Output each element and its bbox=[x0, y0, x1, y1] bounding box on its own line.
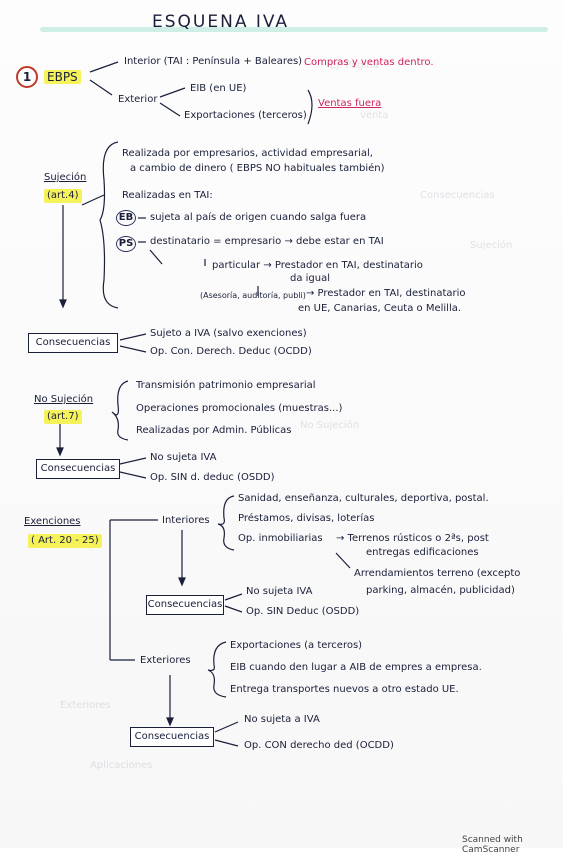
asesoria-text-2: en UE, Canarias, Ceuta o Melilla. bbox=[298, 303, 462, 314]
title-highlight bbox=[40, 27, 548, 32]
asesoria-text: → Prestador en TAI, destinatario bbox=[306, 288, 466, 299]
interiores-item-3: Op. inmobiliarias bbox=[238, 533, 323, 544]
interior-text: Interior (TAI : Península + Baleares) bbox=[124, 56, 303, 67]
consecuencias-box-2: Consecuencias bbox=[36, 459, 120, 479]
interiores-item-2: Préstamos, divisas, loterías bbox=[238, 513, 375, 524]
page-title: ESQUENA IVA bbox=[152, 12, 290, 32]
consecuencias-1-item-2: Op. Con. Derech. Deduc (OCDD) bbox=[150, 346, 312, 357]
interior-note: Compras y ventas dentro. bbox=[304, 57, 434, 68]
eb-badge: EB bbox=[116, 210, 136, 226]
exteriores-item-2: EIB cuando den lugar a AIB de empres a e… bbox=[230, 662, 482, 673]
asesoria-label: (Asesoría, auditoría, publi) bbox=[200, 291, 306, 300]
no-sujecion-item-1: Transmisión patrimonio empresarial bbox=[136, 380, 316, 391]
inmobiliarias-item-2: Arrendamientos terreno (excepto bbox=[354, 568, 521, 579]
particular-text: particular → Prestador en TAI, destinata… bbox=[212, 260, 423, 271]
inmobiliarias-item-2b: parking, almacén, publicidad) bbox=[366, 585, 515, 596]
no-sujecion-article: (art.7) bbox=[44, 410, 82, 424]
exteriores-label: Exteriores bbox=[140, 655, 191, 666]
ventas-fuera-note: Ventas fuera bbox=[318, 98, 382, 109]
consecuencias-3-item-1: No sujeta IVA bbox=[246, 586, 313, 597]
exteriores-item-3: Entrega transportes nuevos a otro estado… bbox=[230, 684, 459, 695]
section-number-badge: 1 bbox=[16, 66, 38, 88]
exportaciones-text: Exportaciones (terceros) bbox=[184, 110, 307, 121]
no-sujecion-item-2: Operaciones promocionales (muestras...) bbox=[136, 403, 343, 414]
interiores-item-1: Sanidad, enseñanza, culturales, deportiv… bbox=[238, 493, 489, 504]
consecuencias-4-item-2: Op. CON derecho ded (OCDD) bbox=[244, 740, 394, 751]
consecuencias-box-1: Consecuencias bbox=[28, 333, 118, 353]
scanner-watermark: Scanned with CamScanner bbox=[462, 835, 523, 855]
consecuencias-box-4: Consecuencias bbox=[130, 727, 214, 747]
exterior-text: Exterior bbox=[118, 94, 158, 105]
no-sujecion-label: No Sujeción bbox=[34, 394, 94, 405]
sujecion-item-1: Realizada por empresarios, actividad emp… bbox=[122, 148, 373, 159]
no-sujecion-item-3: Realizadas por Admin. Públicas bbox=[136, 425, 292, 436]
inmobiliarias-item-1b: entregas edificaciones bbox=[366, 547, 479, 558]
exenciones-article: ( Art. 20 - 25) bbox=[28, 534, 102, 548]
eb-text: sujeta al país de origen cuando salga fu… bbox=[150, 212, 367, 223]
inmobiliarias-item-1: → Terrenos rústicos o 2ªs, post bbox=[336, 533, 489, 544]
interiores-label: Interiores bbox=[162, 515, 210, 526]
exenciones-label: Exenciones bbox=[24, 516, 81, 527]
particular-text-2: da igual bbox=[290, 273, 331, 284]
ebps-label: EBPS bbox=[44, 70, 81, 84]
eib-text: EIB (en UE) bbox=[190, 83, 247, 94]
ps-text: destinatario = empresario → debe estar e… bbox=[150, 236, 384, 247]
sujecion-item-3: Realizadas en TAI: bbox=[122, 190, 213, 201]
sujecion-item-2: a cambio de dinero ( EBPS NO habituales … bbox=[130, 163, 385, 174]
consecuencias-4-item-1: No sujeta a IVA bbox=[244, 714, 320, 725]
consecuencias-box-3: Consecuencias bbox=[146, 595, 224, 615]
consecuencias-1-item-1: Sujeto a IVA (salvo exenciones) bbox=[150, 328, 307, 339]
consecuencias-2-item-2: Op. SIN d. deduc (OSDD) bbox=[150, 472, 275, 483]
sujecion-article: (art.4) bbox=[44, 189, 82, 203]
consecuencias-2-item-1: No sujeta IVA bbox=[150, 452, 217, 463]
consecuencias-3-item-2: Op. SIN Deduc (OSDD) bbox=[246, 606, 360, 617]
ps-badge: PS bbox=[116, 236, 136, 252]
exteriores-item-1: Exportaciones (a terceros) bbox=[230, 640, 363, 651]
sujecion-label: Sujeción bbox=[44, 172, 87, 183]
